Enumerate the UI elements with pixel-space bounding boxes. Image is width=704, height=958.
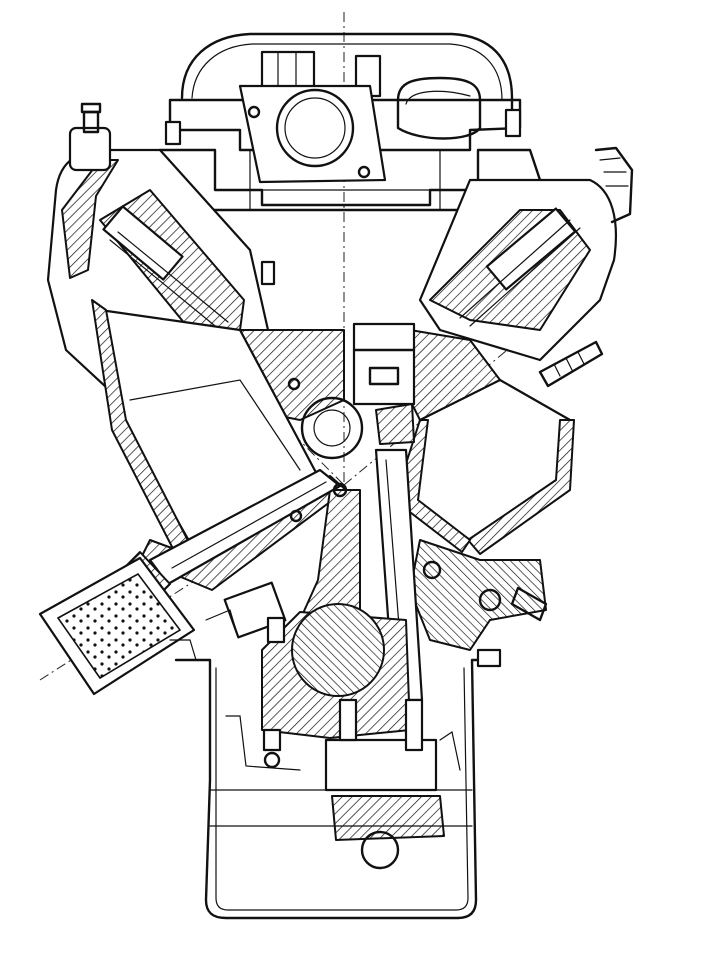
piston-assembly — [300, 322, 424, 702]
fasteners — [164, 108, 522, 661]
oil-pan — [174, 648, 502, 920]
intake-ports — [238, 76, 482, 184]
oil-pump — [262, 698, 445, 870]
crankshaft — [223, 581, 411, 739]
oil-filter — [38, 556, 196, 696]
right-cylinder-head — [418, 146, 634, 362]
spark-plug — [538, 340, 604, 388]
